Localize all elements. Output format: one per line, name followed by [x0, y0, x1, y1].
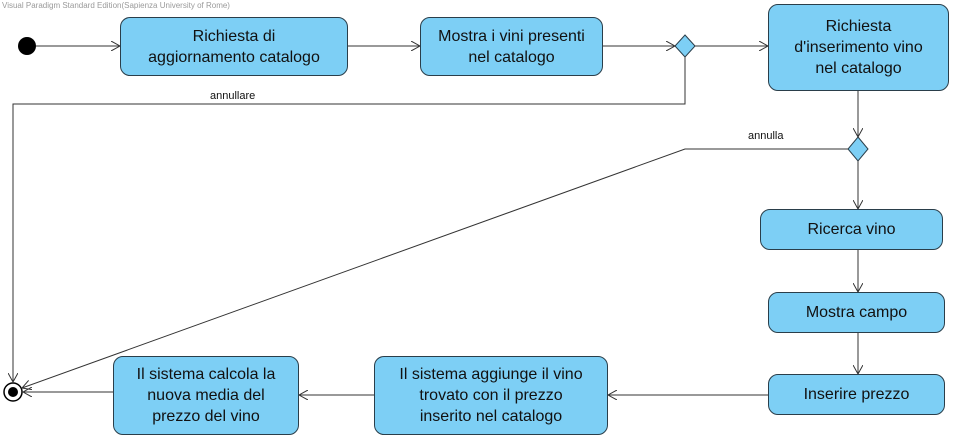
final-node	[3, 382, 23, 402]
guard-annullare: annullare	[210, 90, 256, 102]
action-label: Ricerca vino	[807, 221, 896, 238]
initial-node	[18, 37, 36, 55]
action-mostra-vini[interactable]: Mostra i vini presenti nel catalogo	[420, 17, 603, 76]
action-mostra-campo[interactable]: Mostra campo	[768, 292, 945, 333]
action-richiesta-aggiornamento[interactable]: Richiesta di aggiornamento catalogo	[120, 17, 348, 76]
watermark-text: Visual Paradigm Standard Edition(Sapienz…	[2, 1, 230, 10]
action-inserire-prezzo[interactable]: Inserire prezzo	[768, 374, 945, 415]
flow-cancel-2	[22, 148, 848, 388]
action-label: Mostra campo	[805, 304, 908, 321]
decision-node-1	[674, 34, 696, 58]
action-label: Richiesta d'inserimento vino nel catalog…	[794, 18, 923, 77]
flow-cancel-1	[13, 57, 686, 382]
action-sistema-aggiunge[interactable]: Il sistema aggiunge il vino trovato con …	[374, 356, 608, 435]
guard-annulla: annulla	[748, 130, 784, 142]
decision-node-2	[847, 136, 869, 162]
action-label: Il sistema aggiunge il vino trovato con …	[399, 366, 583, 425]
action-richiesta-inserimento[interactable]: Richiesta d'inserimento vino nel catalog…	[768, 4, 949, 91]
action-label: Mostra i vini presenti nel catalogo	[438, 27, 585, 66]
action-label: Il sistema calcola la nuova media del pr…	[136, 366, 276, 425]
action-ricerca-vino[interactable]: Ricerca vino	[760, 209, 943, 250]
action-label: Inserire prezzo	[803, 386, 910, 403]
action-sistema-calcola[interactable]: Il sistema calcola la nuova media del pr…	[113, 356, 299, 435]
action-label: Richiesta di aggiornamento catalogo	[148, 27, 320, 66]
